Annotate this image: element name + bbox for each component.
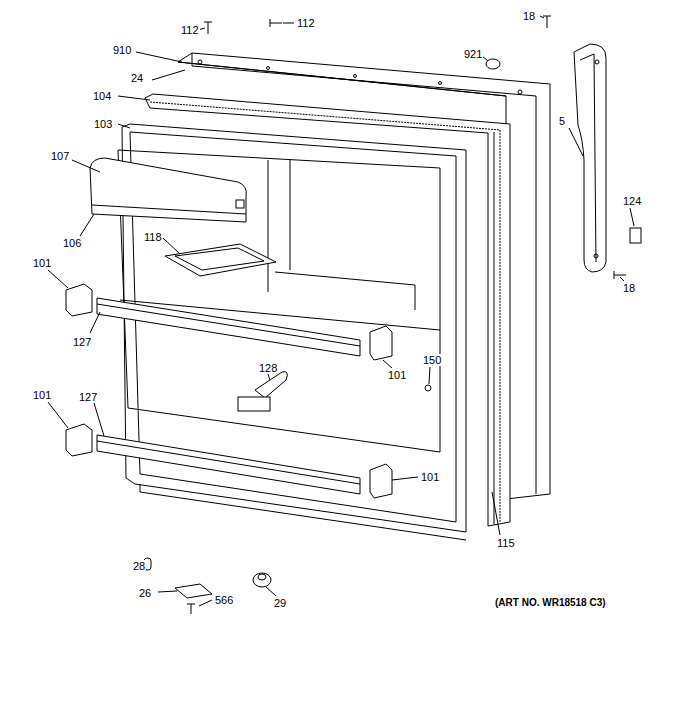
callout-number: 29 <box>273 597 287 609</box>
callout-number: 128 <box>258 362 278 374</box>
callout-number: 566 <box>214 594 234 606</box>
leader-line <box>429 367 430 384</box>
gasket-seal <box>494 132 495 524</box>
leader-line <box>392 477 418 480</box>
handle-edge <box>580 54 596 262</box>
hole <box>439 82 442 85</box>
callout-number: 107 <box>50 150 70 162</box>
end-cap <box>66 284 92 316</box>
hole <box>595 60 599 64</box>
leader-line <box>158 591 177 592</box>
dairy-door <box>90 158 246 222</box>
leader-line <box>540 16 544 18</box>
door-handle <box>574 44 606 272</box>
callout-number: 127 <box>72 336 92 348</box>
leader-line <box>266 587 276 596</box>
leader-line <box>80 214 94 236</box>
retainer-clip <box>255 372 287 398</box>
hole <box>267 67 270 70</box>
liner-bottom <box>140 484 466 540</box>
leader-line <box>199 600 212 606</box>
clip-base <box>238 397 270 411</box>
butter-tray-rim <box>175 248 264 270</box>
callout-number: 26 <box>138 587 152 599</box>
callout-number: 118 <box>143 231 163 243</box>
liner-wall <box>290 160 291 270</box>
shelf-bar <box>97 298 360 356</box>
callout-number: 101 <box>32 389 52 401</box>
callout-number: 112 <box>296 17 316 29</box>
leader-line <box>492 492 500 535</box>
shelf-bar-edge <box>97 304 360 346</box>
dairy-hinge <box>236 200 244 208</box>
liner-wall <box>268 160 269 292</box>
end-cap <box>370 326 392 360</box>
callout-number: 127 <box>78 391 98 403</box>
leader-line <box>152 70 185 80</box>
callout-number: 921 <box>463 48 483 60</box>
callout-number: 115 <box>496 537 516 549</box>
callout-number: 101 <box>32 257 52 269</box>
dairy-door-edge <box>92 205 246 214</box>
leader-line <box>48 270 68 288</box>
callout-number: 5 <box>558 115 566 127</box>
screw <box>543 16 551 28</box>
art-number-caption: (ART NO. WR18518 C3) <box>495 597 606 608</box>
leader-line <box>48 402 68 428</box>
callout-number: 101 <box>387 369 407 381</box>
hole <box>354 75 357 78</box>
leader-line <box>94 403 104 436</box>
callout-number: 104 <box>92 90 112 102</box>
door-edge <box>178 62 506 96</box>
hole <box>198 60 202 64</box>
leader-line <box>283 23 294 24</box>
hole <box>594 254 598 258</box>
leader-line <box>72 160 100 172</box>
callout-number: 112 <box>180 24 200 36</box>
shelf-bar-edge <box>97 441 360 484</box>
end-cap <box>370 464 392 498</box>
screw <box>614 271 626 279</box>
screw <box>270 19 282 27</box>
shelf-bar <box>97 435 360 494</box>
leader-line <box>268 374 270 380</box>
leader-line <box>569 128 583 156</box>
leader-line <box>118 96 150 100</box>
plug <box>425 385 431 391</box>
butter-tray <box>165 244 276 276</box>
leader-line <box>620 277 624 281</box>
leader-line <box>136 52 182 62</box>
hole <box>518 90 522 94</box>
callout-number: 18 <box>622 282 636 294</box>
handle-cap <box>630 228 641 243</box>
callout-number: 910 <box>112 44 132 56</box>
callout-number: 150 <box>422 354 442 366</box>
leader-line <box>118 124 130 128</box>
callout-number: 24 <box>130 72 144 84</box>
screw <box>204 22 212 34</box>
door-stop <box>258 574 266 580</box>
end-cap <box>66 424 92 456</box>
leader-line <box>90 312 100 333</box>
callout-number: 103 <box>93 118 113 130</box>
door-stop <box>253 573 271 587</box>
leader-line <box>383 360 392 368</box>
hinge-plate <box>175 584 212 598</box>
leader-line <box>163 238 180 254</box>
callout-number: 28 <box>132 560 146 572</box>
liner-wall <box>275 272 415 310</box>
leader-line <box>630 208 634 226</box>
screw <box>187 604 195 614</box>
callout-number: 101 <box>420 471 440 483</box>
callout-number: 124 <box>622 195 642 207</box>
callout-number: 18 <box>522 10 536 22</box>
callout-number: 106 <box>62 237 82 249</box>
